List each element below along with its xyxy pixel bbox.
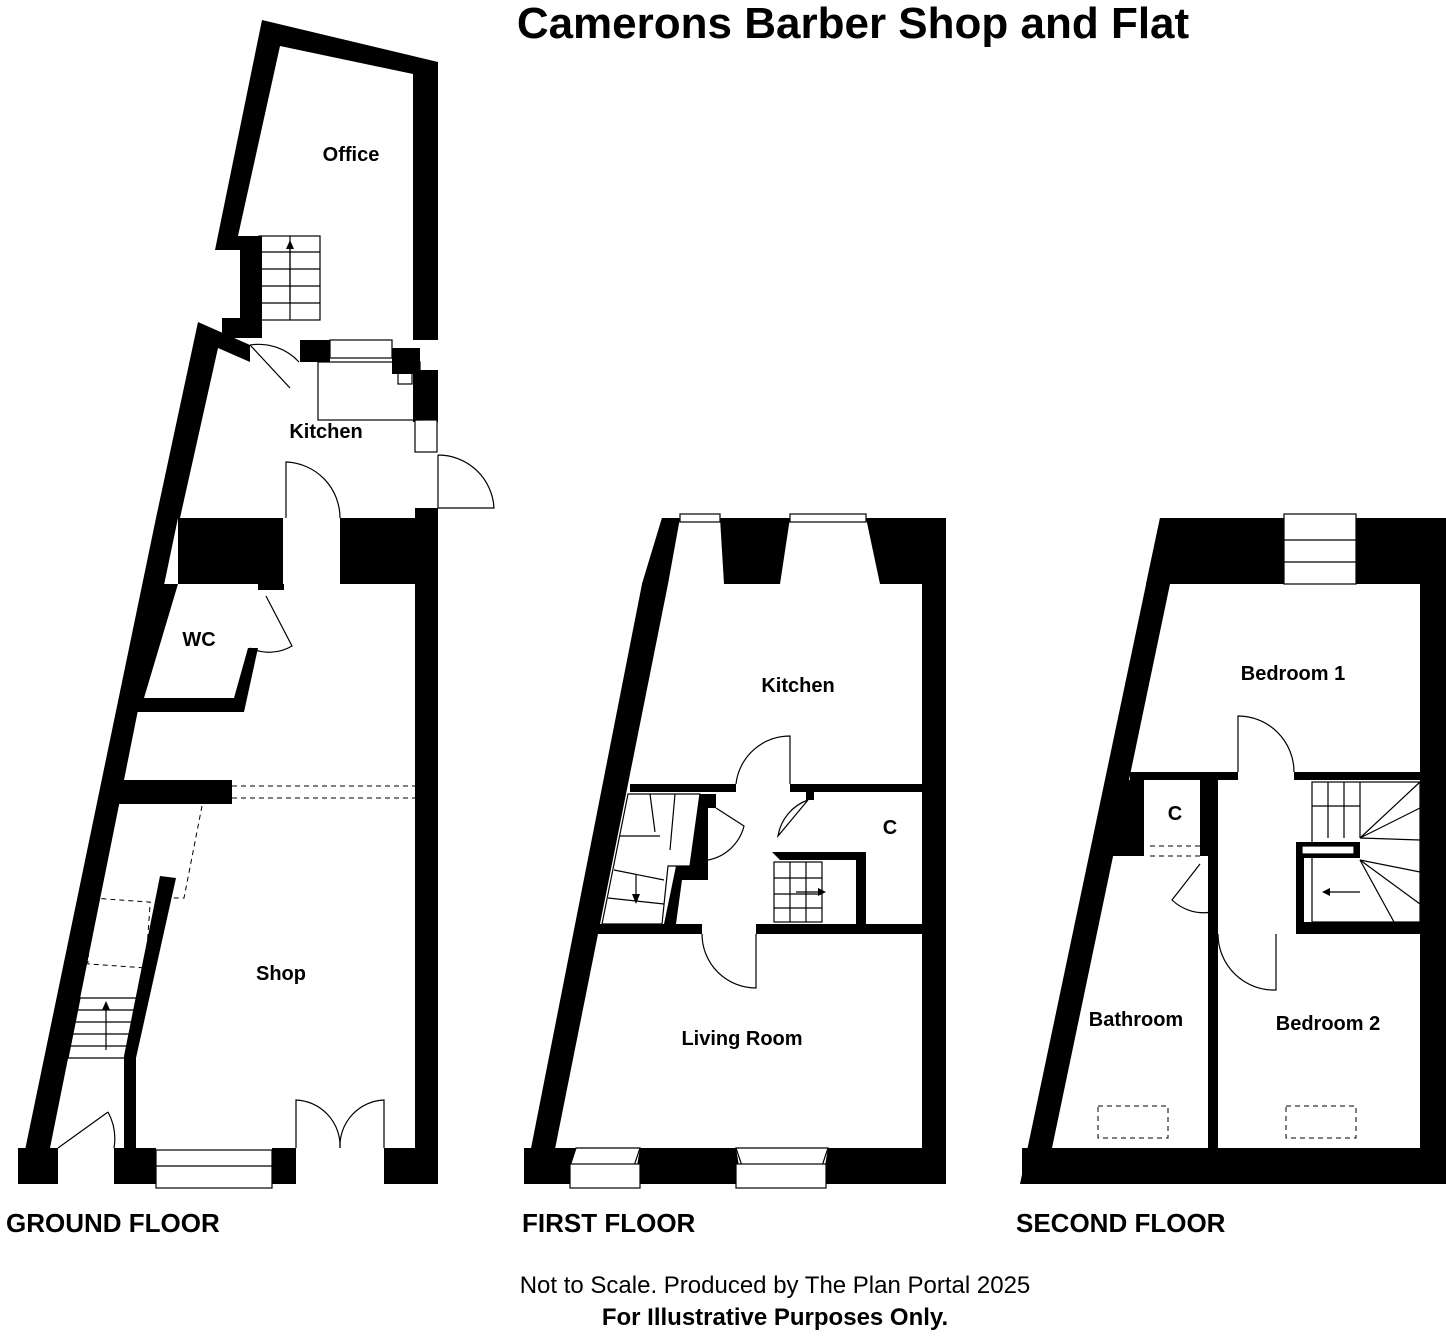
floor-label-first: FIRST FLOOR	[522, 1208, 696, 1238]
office-stairs	[258, 235, 321, 321]
room-label-bedroom-2: Bedroom 2	[1276, 1013, 1380, 1035]
room-label-first-cupboard: C	[883, 817, 897, 839]
shop-left-wall	[18, 518, 178, 1184]
room-label-ground-kitchen: Kitchen	[289, 421, 362, 443]
room-label-first-kitchen: Kitchen	[761, 675, 834, 697]
second-floor-plan: Bedroom 1 C Bathroom Bedroom 2 SECOND FL…	[1016, 513, 1446, 1238]
first-floor-plan: Kitchen C Living Room FIRST FLOOR	[522, 513, 946, 1238]
shop-stairs	[67, 997, 141, 1059]
room-label-shop: Shop	[256, 963, 306, 985]
ground-floor-plan: Office Kitchen WC Shop GROUND FLOOR	[6, 20, 495, 1238]
office-walls	[215, 20, 438, 340]
second-left-wall	[1020, 518, 1170, 1184]
first-floor-stairs	[773, 861, 826, 923]
scale-note: Not to Scale. Produced by The Plan Porta…	[519, 1272, 1031, 1299]
disclaimer: For Illustrative Purposes Only.	[601, 1304, 949, 1331]
floor-label-ground: GROUND FLOOR	[6, 1208, 220, 1238]
room-label-living-room: Living Room	[681, 1028, 802, 1050]
room-label-bedroom-1: Bedroom 1	[1241, 663, 1345, 685]
shop-front-window	[155, 1149, 273, 1189]
room-label-second-cupboard: C	[1168, 803, 1182, 825]
second-floor-stairs	[1296, 781, 1421, 923]
plan-title: Camerons Barber Shop and Flat	[516, 0, 1190, 48]
floor-label-second: SECOND FLOOR	[1016, 1208, 1226, 1238]
room-label-office: Office	[323, 144, 380, 166]
kitchen-left-wall	[156, 322, 250, 518]
kitchen-window	[329, 339, 393, 359]
wc-walls	[136, 584, 258, 712]
room-label-bathroom: Bathroom	[1089, 1009, 1183, 1031]
room-label-wc: WC	[182, 629, 215, 651]
first-left-wall	[524, 518, 668, 1184]
